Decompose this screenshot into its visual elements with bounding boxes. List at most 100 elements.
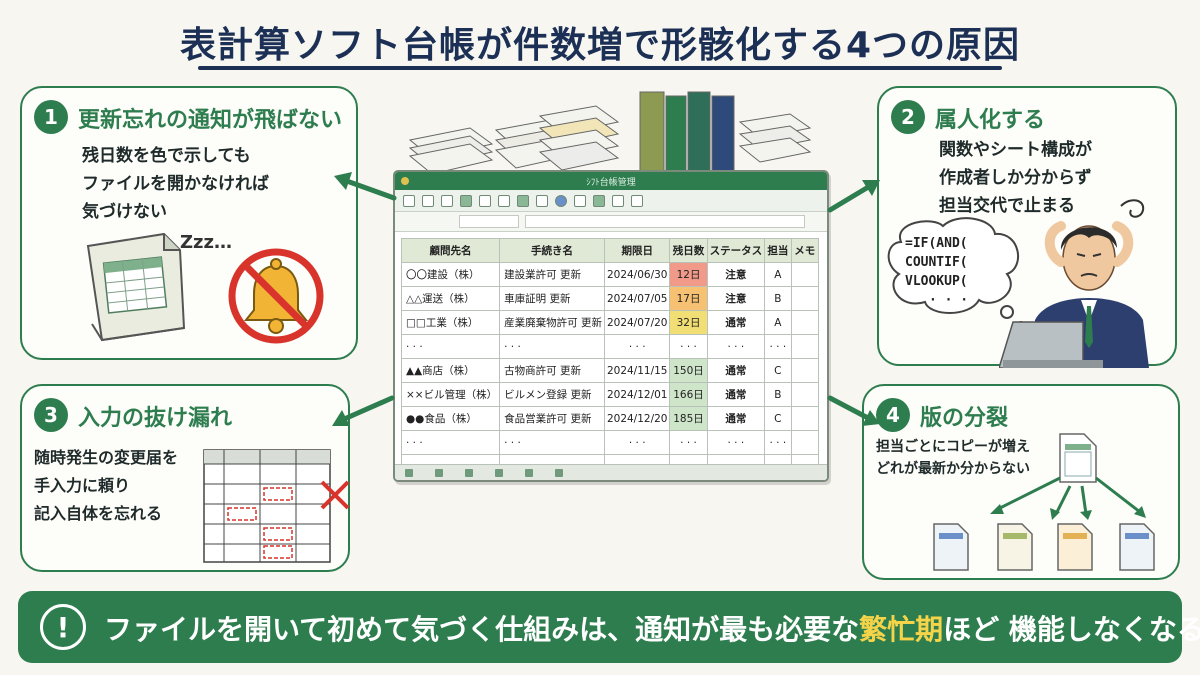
- cause-2-line: 関数やシート構成が: [939, 140, 1092, 160]
- column-header[interactable]: 担当: [764, 238, 792, 263]
- toolbar-icon[interactable]: [555, 194, 567, 207]
- table-cell[interactable]: 2024/07/20: [603, 310, 671, 335]
- table-cell[interactable]: · · ·: [499, 334, 605, 359]
- column-header[interactable]: 期限日: [603, 238, 671, 263]
- table-cell[interactable]: 17日: [669, 286, 708, 311]
- spreadsheet-file-icon: [86, 232, 186, 342]
- toolbar-icon[interactable]: [517, 194, 529, 207]
- table-cell[interactable]: 食品営業許可 更新: [499, 406, 605, 431]
- toolbar-icon[interactable]: [441, 194, 453, 207]
- toolbar-icon[interactable]: [498, 194, 510, 207]
- table-cell[interactable]: 通常: [706, 382, 766, 407]
- table-cell[interactable]: 2024/11/15: [603, 358, 671, 383]
- toolbar-icon[interactable]: [460, 194, 472, 207]
- table-cell[interactable]: 2024/12/20: [603, 406, 671, 431]
- table-cell[interactable]: 185日: [669, 406, 708, 431]
- sheet-tab[interactable]: [405, 468, 413, 477]
- table-cell[interactable]: △△運送（株）: [400, 286, 501, 311]
- table-cell[interactable]: · · ·: [706, 334, 766, 359]
- column-header[interactable]: 残日数: [669, 238, 708, 263]
- table-cell[interactable]: □□工業（株）: [400, 310, 501, 335]
- table-cell[interactable]: 2024/12/01: [603, 382, 671, 407]
- table-cell[interactable]: 古物商許可 更新: [499, 358, 605, 383]
- table-cell[interactable]: · · ·: [499, 430, 605, 455]
- name-box[interactable]: [459, 215, 519, 228]
- toolbar-icon[interactable]: [631, 194, 643, 207]
- sheet-tab[interactable]: [435, 468, 443, 477]
- table-cell[interactable]: [790, 382, 820, 407]
- table-cell[interactable]: 車庫証明 更新: [499, 286, 605, 311]
- toolbar-icon[interactable]: [593, 194, 605, 207]
- cause-2-line: 担当交代で止まる: [939, 196, 1075, 216]
- toolbar-icon[interactable]: [536, 194, 548, 207]
- page-title: 表計算ソフト台帳が件数増で形骸化する4つの原因: [179, 25, 1021, 66]
- table-cell[interactable]: A: [764, 310, 792, 335]
- worried-person-icon: [999, 199, 1149, 368]
- table-cell[interactable]: 通常: [706, 310, 766, 335]
- table-cell[interactable]: ××ビル管理（株）: [400, 382, 501, 407]
- table-cell[interactable]: 〇〇建設（株）: [400, 262, 501, 287]
- toolbar-icon[interactable]: [422, 194, 434, 207]
- cause-4-line: 担当ごとにコピーが増え: [876, 439, 1030, 455]
- cause-1-line: ファイルを開かなければ: [82, 174, 269, 194]
- table-cell[interactable]: 建設業許可 更新: [499, 262, 605, 287]
- table-cell[interactable]: 2024/07/05: [603, 286, 671, 311]
- spreadsheet-window: ｼﾌﾄ台帳管理 顧問先名 手続き名 期限日 残日数 ステータス 担当 メモ: [393, 170, 829, 482]
- table-cell[interactable]: 2024/06/30: [603, 262, 671, 287]
- sheet-tab[interactable]: [465, 468, 473, 477]
- table-cell[interactable]: 産業廃棄物許可 更新: [499, 310, 605, 335]
- table-cell[interactable]: 32日: [669, 310, 708, 335]
- toolbar-icon[interactable]: [612, 194, 624, 207]
- column-header[interactable]: 手続き名: [499, 238, 605, 263]
- table-cell[interactable]: · · ·: [603, 430, 671, 455]
- table-cell[interactable]: 注意: [706, 262, 766, 287]
- table-cell[interactable]: [790, 358, 820, 383]
- column-header[interactable]: メモ: [790, 238, 820, 263]
- sheet-tab[interactable]: [495, 468, 503, 477]
- formula-line: VLOOKUP(: [905, 274, 968, 289]
- table-cell[interactable]: 150日: [669, 358, 708, 383]
- table-cell[interactable]: B: [764, 286, 792, 311]
- formula-text: =IF(AND( COUNTIF( VLOOKUP( · · ·: [905, 234, 968, 310]
- sleep-zzz-icon: Zzz…: [180, 232, 233, 253]
- table-cell[interactable]: · · ·: [764, 334, 792, 359]
- table-cell[interactable]: · · ·: [400, 430, 501, 455]
- table-cell[interactable]: [790, 334, 820, 359]
- table-cell[interactable]: 注意: [706, 286, 766, 311]
- table-cell[interactable]: [790, 310, 820, 335]
- table-cell[interactable]: [790, 406, 820, 431]
- paper-stacks-binders-icon: [408, 91, 812, 175]
- table-cell[interactable]: ビルメン登録 更新: [499, 382, 605, 407]
- table-cell[interactable]: [790, 430, 820, 455]
- table-cell[interactable]: · · ·: [706, 430, 766, 455]
- toolbar-icon[interactable]: [479, 194, 491, 207]
- table-cell[interactable]: C: [764, 406, 792, 431]
- conclusion-text-before: ファイルを開いて初めて気づく仕組みは、通知が最も必要な: [104, 613, 860, 646]
- table-cell[interactable]: 通常: [706, 406, 766, 431]
- window-dot-icon: [401, 177, 409, 185]
- sheet-tab[interactable]: [555, 468, 563, 477]
- table-cell[interactable]: A: [764, 262, 792, 287]
- table-cell[interactable]: ▲▲商店（株）: [400, 358, 501, 383]
- table-cell[interactable]: 12日: [669, 262, 708, 287]
- table-cell[interactable]: ●●食品（株）: [400, 406, 501, 431]
- cause-number-3: 3: [34, 398, 68, 432]
- column-header[interactable]: 顧問先名: [400, 238, 501, 263]
- table-cell[interactable]: C: [764, 358, 792, 383]
- table-cell[interactable]: · · ·: [400, 334, 501, 359]
- table-cell[interactable]: · · ·: [669, 430, 708, 455]
- column-header[interactable]: ステータス: [706, 238, 766, 263]
- formula-input[interactable]: [525, 215, 805, 228]
- table-cell[interactable]: 166日: [669, 382, 708, 407]
- table-cell[interactable]: B: [764, 382, 792, 407]
- table-cell[interactable]: 通常: [706, 358, 766, 383]
- toolbar-icon[interactable]: [403, 194, 415, 207]
- sheet-tab[interactable]: [525, 468, 533, 477]
- table-cell[interactable]: · · ·: [764, 430, 792, 455]
- toolbar-icon[interactable]: [574, 194, 586, 207]
- table-cell[interactable]: [790, 286, 820, 311]
- table-cell[interactable]: [790, 262, 820, 287]
- table-cell[interactable]: · · ·: [603, 334, 671, 359]
- table-cell[interactable]: · · ·: [669, 334, 708, 359]
